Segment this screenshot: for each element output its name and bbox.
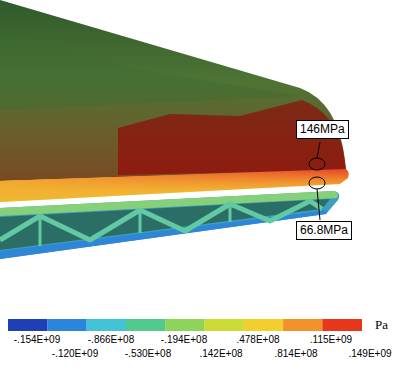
scale-value: -.530E+08 (125, 348, 171, 360)
truss-web (139, 210, 142, 233)
callout-value: 146MPa (300, 122, 345, 136)
unit-label: Pa (375, 317, 388, 332)
truss-web (39, 216, 42, 246)
leader-line (317, 142, 320, 158)
truss-web (229, 204, 232, 222)
scale-value: .814E+08 (274, 348, 317, 360)
marker-circle (309, 158, 325, 170)
scale-value: .478E+08 (236, 334, 279, 346)
callout-value: 66.8MPa (300, 223, 348, 237)
leader-line (317, 189, 320, 220)
marker-circle (309, 177, 325, 189)
scale-value: -.120E+09 (52, 348, 98, 360)
scale-value: .149E+09 (348, 348, 391, 360)
callout-box: 146MPa (296, 120, 349, 139)
scale-value: -.194E+08 (161, 334, 207, 346)
shade-region (0, 30, 300, 110)
callout-box: 66.8MPa (296, 221, 352, 240)
truss-web (0, 201, 322, 240)
scale-value: .115E+09 (310, 334, 352, 346)
color-bar (8, 319, 362, 331)
scale-value: -.154E+09 (14, 334, 60, 346)
truss-layer (0, 191, 339, 259)
scale-value: -.866E+08 (88, 334, 134, 346)
scale-value: .142E+08 (199, 348, 242, 360)
upper-skin (0, 0, 346, 181)
truss-core (0, 199, 330, 250)
